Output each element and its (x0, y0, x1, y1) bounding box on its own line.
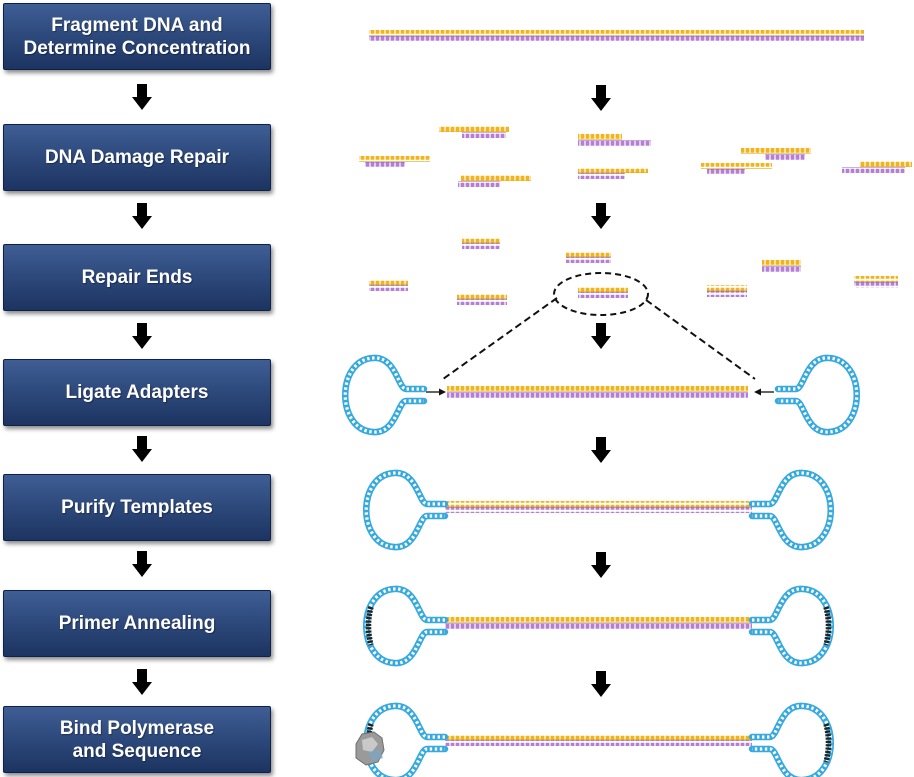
dna-fragment (566, 251, 611, 263)
step-bind-polymerase: Bind Polymerase and Sequence (3, 706, 271, 773)
dna-fragment (458, 175, 531, 187)
zoom-line-left (442, 297, 558, 380)
down-arrow-icon (132, 551, 152, 577)
dna-fragment (462, 237, 500, 249)
adapter-right (748, 469, 834, 551)
down-arrow-icon (132, 203, 152, 229)
dna-fragment (445, 734, 752, 746)
dna-fragment (707, 285, 747, 297)
dna-fragment (578, 134, 651, 146)
dna-fragment (359, 156, 430, 168)
down-arrow-icon (132, 323, 152, 349)
dna-fragment (369, 30, 864, 42)
dna-fragment (457, 293, 507, 305)
left-arrow-icon (754, 388, 774, 396)
step-dna-damage-repair: DNA Damage Repair (3, 124, 271, 191)
adapter-right (748, 702, 834, 777)
primer (823, 606, 832, 646)
step-purify-templates: Purify Templates (3, 474, 271, 541)
dna-fragment (842, 161, 912, 173)
step-label: Purify Templates (61, 497, 213, 518)
dna-fragment (445, 501, 752, 513)
step-label: Repair Ends (81, 267, 193, 288)
down-arrow-icon (132, 436, 152, 462)
step-label: Bind Polymerase and Sequence (59, 717, 215, 762)
adapter-left (363, 469, 449, 551)
step-label: DNA Damage Repair (44, 147, 230, 168)
dna-fragment (578, 286, 628, 298)
step-primer-annealing: Primer Annealing (3, 590, 271, 657)
dna-fragment (447, 386, 748, 398)
step-fragment-dna: Fragment DNA and Determine Concentration (3, 3, 271, 70)
down-arrow-icon (591, 85, 611, 111)
dna-fragment (762, 260, 801, 272)
adapter-right (748, 585, 834, 667)
step-label: Fragment DNA and Determine Concentration (23, 14, 251, 59)
down-arrow-icon (591, 437, 611, 463)
primer (365, 606, 374, 646)
dna-fragment (445, 617, 752, 629)
step-label: Primer Annealing (58, 613, 216, 634)
down-arrow-icon (132, 84, 152, 110)
zoom-line-right (645, 299, 756, 380)
step-ligate-adapters: Ligate Adapters (3, 359, 271, 426)
step-label: Ligate Adapters (65, 382, 209, 403)
down-arrow-icon (132, 669, 152, 695)
adapter-left (342, 354, 428, 436)
dna-fragment (701, 163, 772, 175)
dna-fragment (439, 126, 509, 138)
zoom-ellipse (553, 272, 649, 316)
primer (823, 723, 832, 763)
dna-fragment (741, 148, 811, 160)
down-arrow-icon (591, 203, 611, 229)
dna-fragment (854, 276, 898, 288)
down-arrow-icon (591, 552, 611, 578)
polymerase-icon (355, 731, 385, 766)
adapter-right (774, 354, 860, 436)
dna-fragment (578, 167, 648, 179)
right-arrow-icon (426, 388, 446, 396)
step-repair-ends: Repair Ends (3, 244, 271, 311)
down-arrow-icon (591, 671, 611, 697)
dna-fragment (369, 279, 408, 291)
adapter-left (363, 585, 449, 667)
down-arrow-icon (591, 323, 611, 349)
